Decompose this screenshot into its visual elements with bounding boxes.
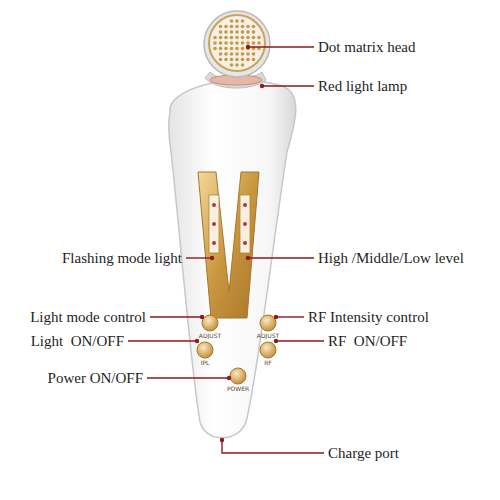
button [202,315,218,331]
part-label: Flashing mode light [62,250,182,267]
part-label: Light mode control [30,309,146,326]
gold-panel [198,172,259,318]
part-label: RF ON/OFF [328,333,407,350]
matrix-dot [230,47,234,51]
indicator [212,241,216,245]
matrix-dot [252,41,256,45]
matrix-dot [252,25,256,29]
matrix-dot [241,47,245,51]
matrix-dot [230,19,234,23]
matrix-dot [213,36,217,40]
matrix-dot [246,58,250,62]
matrix-dot [230,58,234,62]
part-label: Charge port [328,445,399,462]
button [260,342,276,358]
matrix-dot [235,52,239,56]
matrix-dot [224,41,228,45]
device-body [169,80,296,438]
matrix-dot [230,30,234,34]
matrix-dot [224,30,228,34]
level-strip [240,195,250,253]
indicator [243,241,247,245]
mode-strip [209,195,219,253]
part-label: Power ON/OFF [48,370,143,387]
matrix-dot [235,41,239,45]
part-label: High /Middle/Low level [318,250,464,267]
matrix-dot [235,63,239,67]
matrix-dot [241,30,245,34]
matrix-dot [224,25,228,29]
matrix-dot [230,41,234,45]
matrix-dot [257,41,261,45]
matrix-dot [219,25,223,29]
matrix-dot [246,30,250,34]
part-label: RF Intensity control [308,309,429,326]
button-label: ADJUST [257,333,279,340]
matrix-dot [230,63,234,67]
part-label: Red light lamp [318,78,407,95]
matrix-dot [241,63,245,67]
matrix-dot [219,47,223,51]
indicator [212,203,216,207]
matrix-dot [219,58,223,62]
button [197,342,213,358]
matrix-dot [246,25,250,29]
matrix-dot [230,25,234,29]
matrix-dot [219,30,223,34]
part-label: Dot matrix head [318,39,415,56]
matrix-dot [213,41,217,45]
matrix-dot [235,30,239,34]
leader-dots [195,45,278,442]
matrix-dot [252,36,256,40]
matrix-dot [235,25,239,29]
matrix-dot [241,41,245,45]
matrix-dot [246,52,250,56]
matrix-dot [241,25,245,29]
indicator [212,222,216,226]
matrix-dot [224,52,228,56]
matrix-dot [246,36,250,40]
head-face [209,15,265,71]
button-label: POWER [227,386,249,393]
head-rim [204,11,270,77]
matrix-dot [235,47,239,51]
matrix-dot [241,19,245,23]
matrix-dot [219,52,223,56]
button-label: RF [264,360,272,367]
matrix-dot [257,36,261,40]
matrix-dot [224,58,228,62]
matrix-dot [241,52,245,56]
matrix-dot [241,36,245,40]
matrix-dot [252,30,256,34]
matrix-dot [224,47,228,51]
matrix-dot [219,36,223,40]
matrix-dot [213,47,217,51]
dot-matrix [213,19,261,67]
matrix-dot [235,19,239,23]
part-label: Light ON/OFF [31,333,124,350]
button-label: IPL [201,360,210,367]
button [230,368,246,384]
matrix-dot [219,41,223,45]
button-label: ADJUST [199,333,221,340]
button [260,315,276,331]
matrix-dot [252,52,256,56]
matrix-dot [230,52,234,56]
matrix-dot [230,36,234,40]
matrix-dot [224,36,228,40]
indicator [243,203,247,207]
matrix-dot [252,58,256,62]
matrix-dot [246,41,250,45]
indicator [243,222,247,226]
matrix-dot [235,36,239,40]
matrix-dot [241,58,245,62]
matrix-dot [235,58,239,62]
